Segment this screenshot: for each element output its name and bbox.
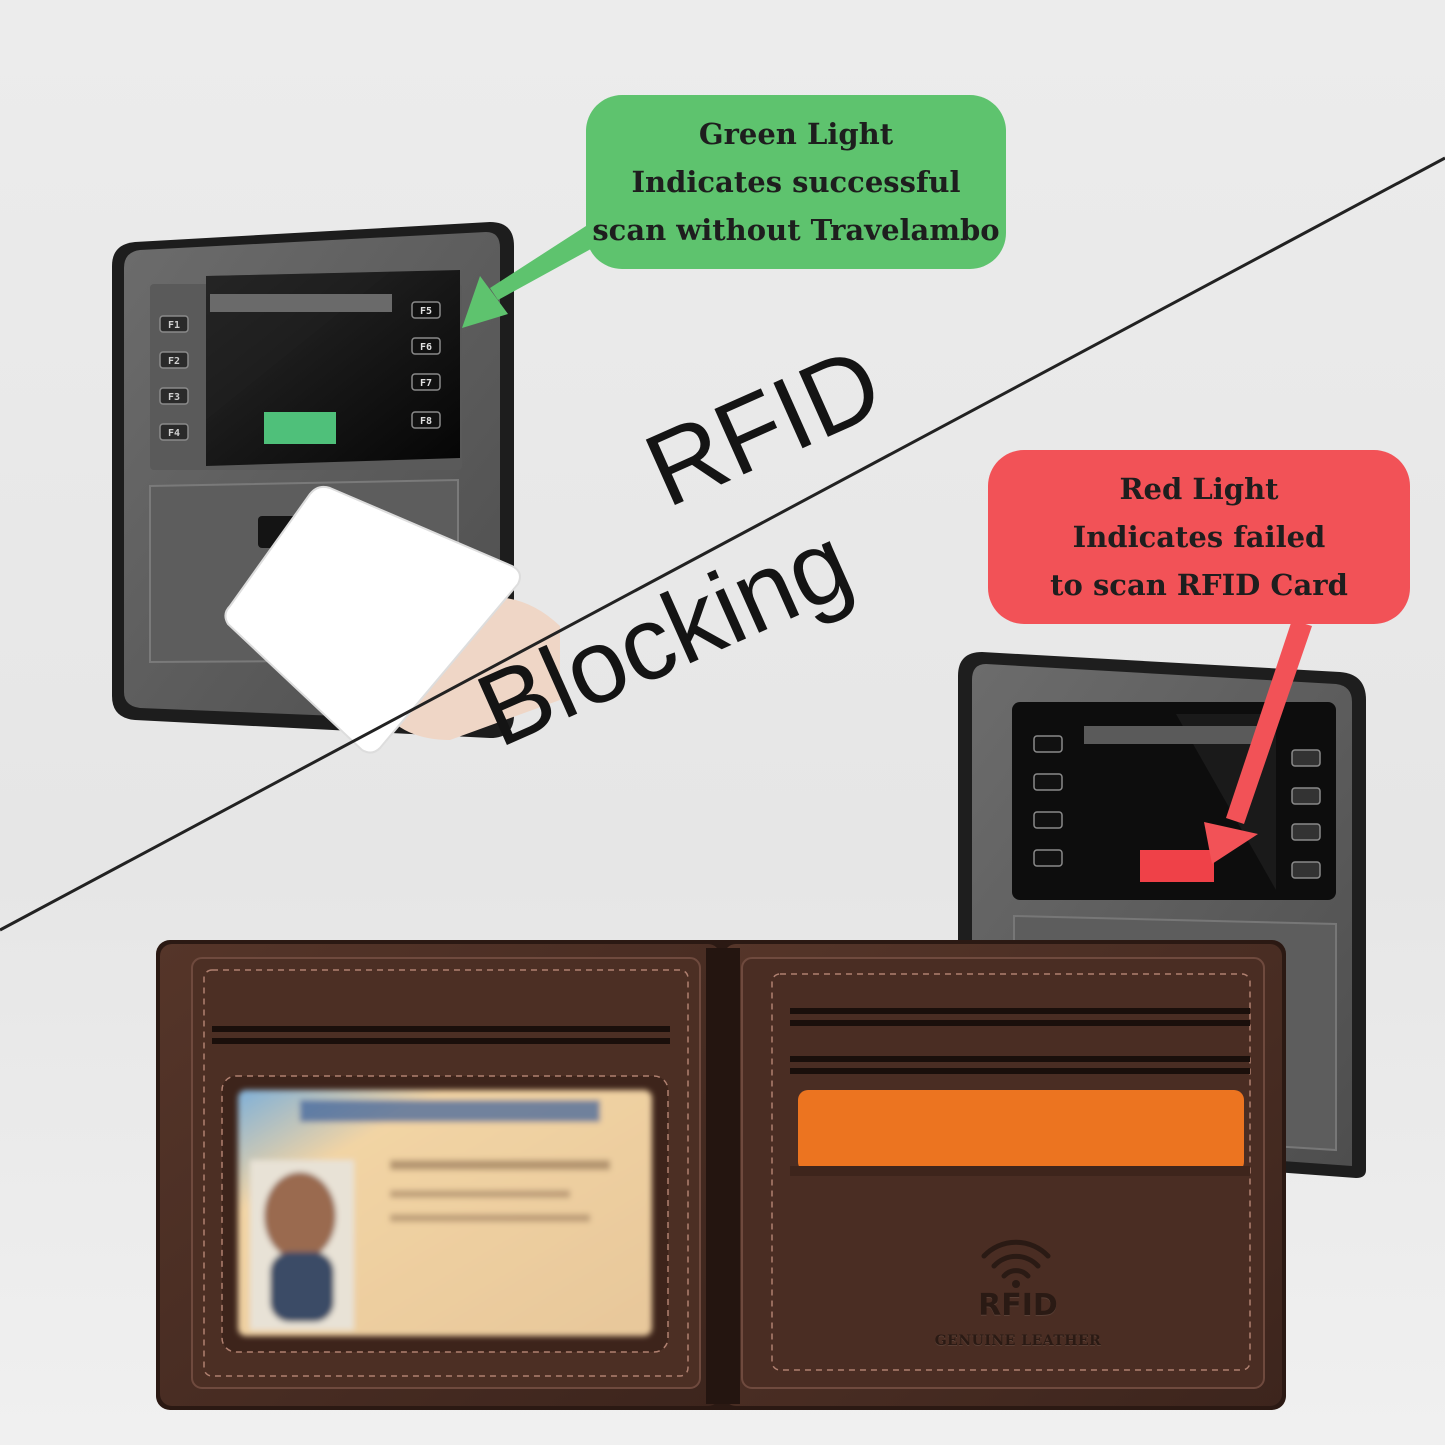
key-label-f1: F1 — [168, 320, 180, 331]
diagonal-divider — [0, 156, 1445, 932]
red-arrow — [1204, 620, 1312, 864]
rfid-wallet — [156, 940, 1286, 1410]
red-callout-line-1: Red Light — [1119, 472, 1279, 506]
green-callout-line-2: Indicates successful — [631, 165, 961, 199]
key-label-f3: F3 — [168, 392, 180, 403]
wallet-emboss-genuine-leather: GENUINE LEATHER — [934, 1333, 1102, 1349]
red-indicator-light — [1140, 850, 1214, 882]
rfid-signal-icon — [981, 1239, 1051, 1279]
key-label-f6: F6 — [420, 342, 432, 353]
function-keys-right — [411, 301, 441, 429]
key-label-f8: F8 — [420, 416, 432, 427]
red-callout-line-3: to scan RFID Card — [1050, 568, 1348, 602]
key-label-f4: F4 — [168, 428, 180, 439]
green-light-callout: Green Light Indicates successful scan wi… — [586, 95, 1006, 269]
wallet-emboss-rfid: RFID — [978, 1288, 1058, 1323]
green-callout-line-1: Green Light — [698, 117, 894, 151]
green-callout-line-3: scan without Travelambo — [592, 213, 1000, 247]
function-keys-mirrored — [1033, 735, 1321, 879]
card-reader-top — [112, 222, 560, 754]
red-callout-line-2: Indicates failed — [1072, 520, 1326, 554]
orange-card — [798, 1090, 1244, 1172]
white-rfid-card — [224, 485, 521, 754]
key-label-f2: F2 — [168, 356, 180, 367]
key-label-f7: F7 — [420, 378, 432, 389]
function-keys-left — [159, 315, 189, 441]
red-light-callout: Red Light Indicates failed to scan RFID … — [988, 450, 1410, 624]
id-card-window — [238, 1090, 652, 1336]
green-arrow — [462, 226, 600, 328]
key-label-f5: F5 — [420, 306, 432, 317]
green-indicator-light — [264, 412, 336, 444]
